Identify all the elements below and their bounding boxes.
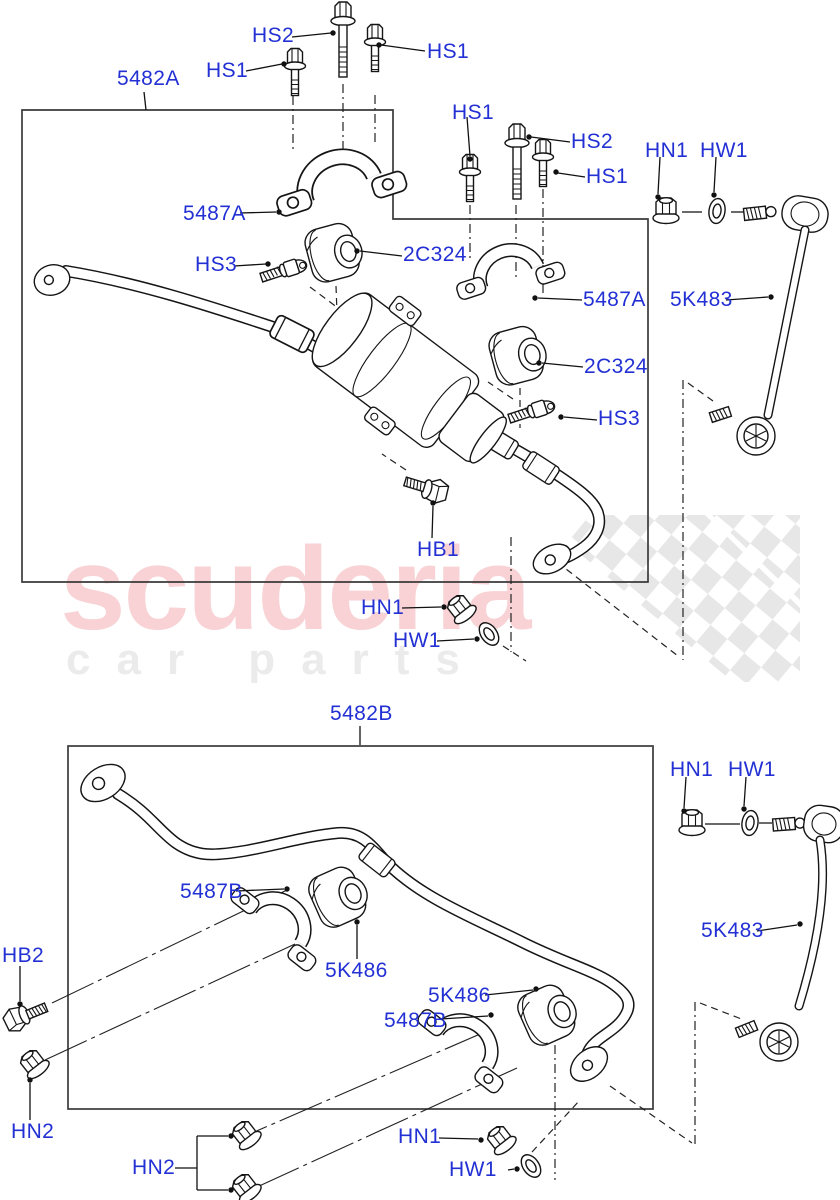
label-HW1-c[interactable]: HW1 [449, 1158, 497, 1181]
stabilizer-bar-a [33, 263, 599, 575]
label-HN2-b[interactable]: HN2 [132, 1156, 176, 1179]
stabilizer-link-5K483-a [682, 195, 829, 456]
label-5482B[interactable]: 5482B [330, 702, 393, 725]
label-HN2-a[interactable]: HN2 [11, 1120, 55, 1143]
label-HS1-a[interactable]: HS1 [206, 59, 249, 82]
label-5487A-b[interactable]: 5487A [583, 288, 646, 311]
label-5487A-a[interactable]: 5487A [183, 202, 246, 225]
label-HS3-a[interactable]: HS3 [195, 253, 238, 276]
label-HS2-b[interactable]: HS2 [571, 130, 614, 153]
label-HB2[interactable]: HB2 [2, 944, 45, 967]
assembly-box-5482B [67, 745, 654, 1110]
stabilizer-bar-b [80, 763, 628, 1082]
label-5K486-a[interactable]: 5K486 [325, 959, 388, 982]
label-HW1-a[interactable]: HW1 [700, 139, 748, 162]
label-HS1-c[interactable]: HS1 [452, 101, 495, 124]
label-5482A[interactable]: 5482A [117, 67, 180, 90]
label-HN1-a[interactable]: HN1 [645, 139, 689, 162]
stabilizer-link-5K483-b [705, 804, 840, 1062]
bar-b-eye-right [569, 1046, 609, 1082]
label-HN1-b[interactable]: HN1 [670, 758, 714, 781]
label-5487B-b[interactable]: 5487B [384, 1009, 447, 1032]
leader-dots [17, 30, 803, 1193]
bar-b-eye-left [80, 763, 126, 803]
label-2C324-a[interactable]: 2C324 [403, 243, 467, 266]
assembly-box-5482A [21, 109, 649, 583]
bar-a-eye-left [33, 263, 71, 297]
label-HS2-a[interactable]: HS2 [252, 24, 295, 47]
label-2C324-b[interactable]: 2C324 [584, 355, 648, 378]
leader-lines [17, 30, 803, 1193]
watermark-tagline-text: car parts [66, 635, 486, 684]
label-5K483-a[interactable]: 5K483 [670, 288, 733, 311]
checkered-flag-watermark [567, 515, 800, 682]
label-HB1[interactable]: HB1 [417, 538, 460, 561]
label-HS1-b[interactable]: HS1 [427, 40, 470, 63]
label-HS1-d[interactable]: HS1 [586, 165, 629, 188]
label-HW1-b[interactable]: HW1 [728, 758, 776, 781]
watermark-brand-text: scuderia [60, 523, 533, 655]
label-5K486-b[interactable]: 5K486 [428, 984, 491, 1007]
label-HN1-m[interactable]: HN1 [361, 596, 405, 619]
label-HW1-m[interactable]: HW1 [393, 629, 441, 652]
bar-a-eye-right [532, 543, 572, 575]
label-HN1-c[interactable]: HN1 [398, 1125, 442, 1148]
active-roll-actuator [311, 292, 507, 464]
label-5K483-b[interactable]: 5K483 [701, 919, 764, 942]
checkered-flag-watermark-wing [712, 515, 800, 600]
label-5487B-a[interactable]: 5487B [180, 880, 243, 903]
label-HS3-b[interactable]: HS3 [598, 407, 641, 430]
construction-lines [44, 84, 745, 1188]
